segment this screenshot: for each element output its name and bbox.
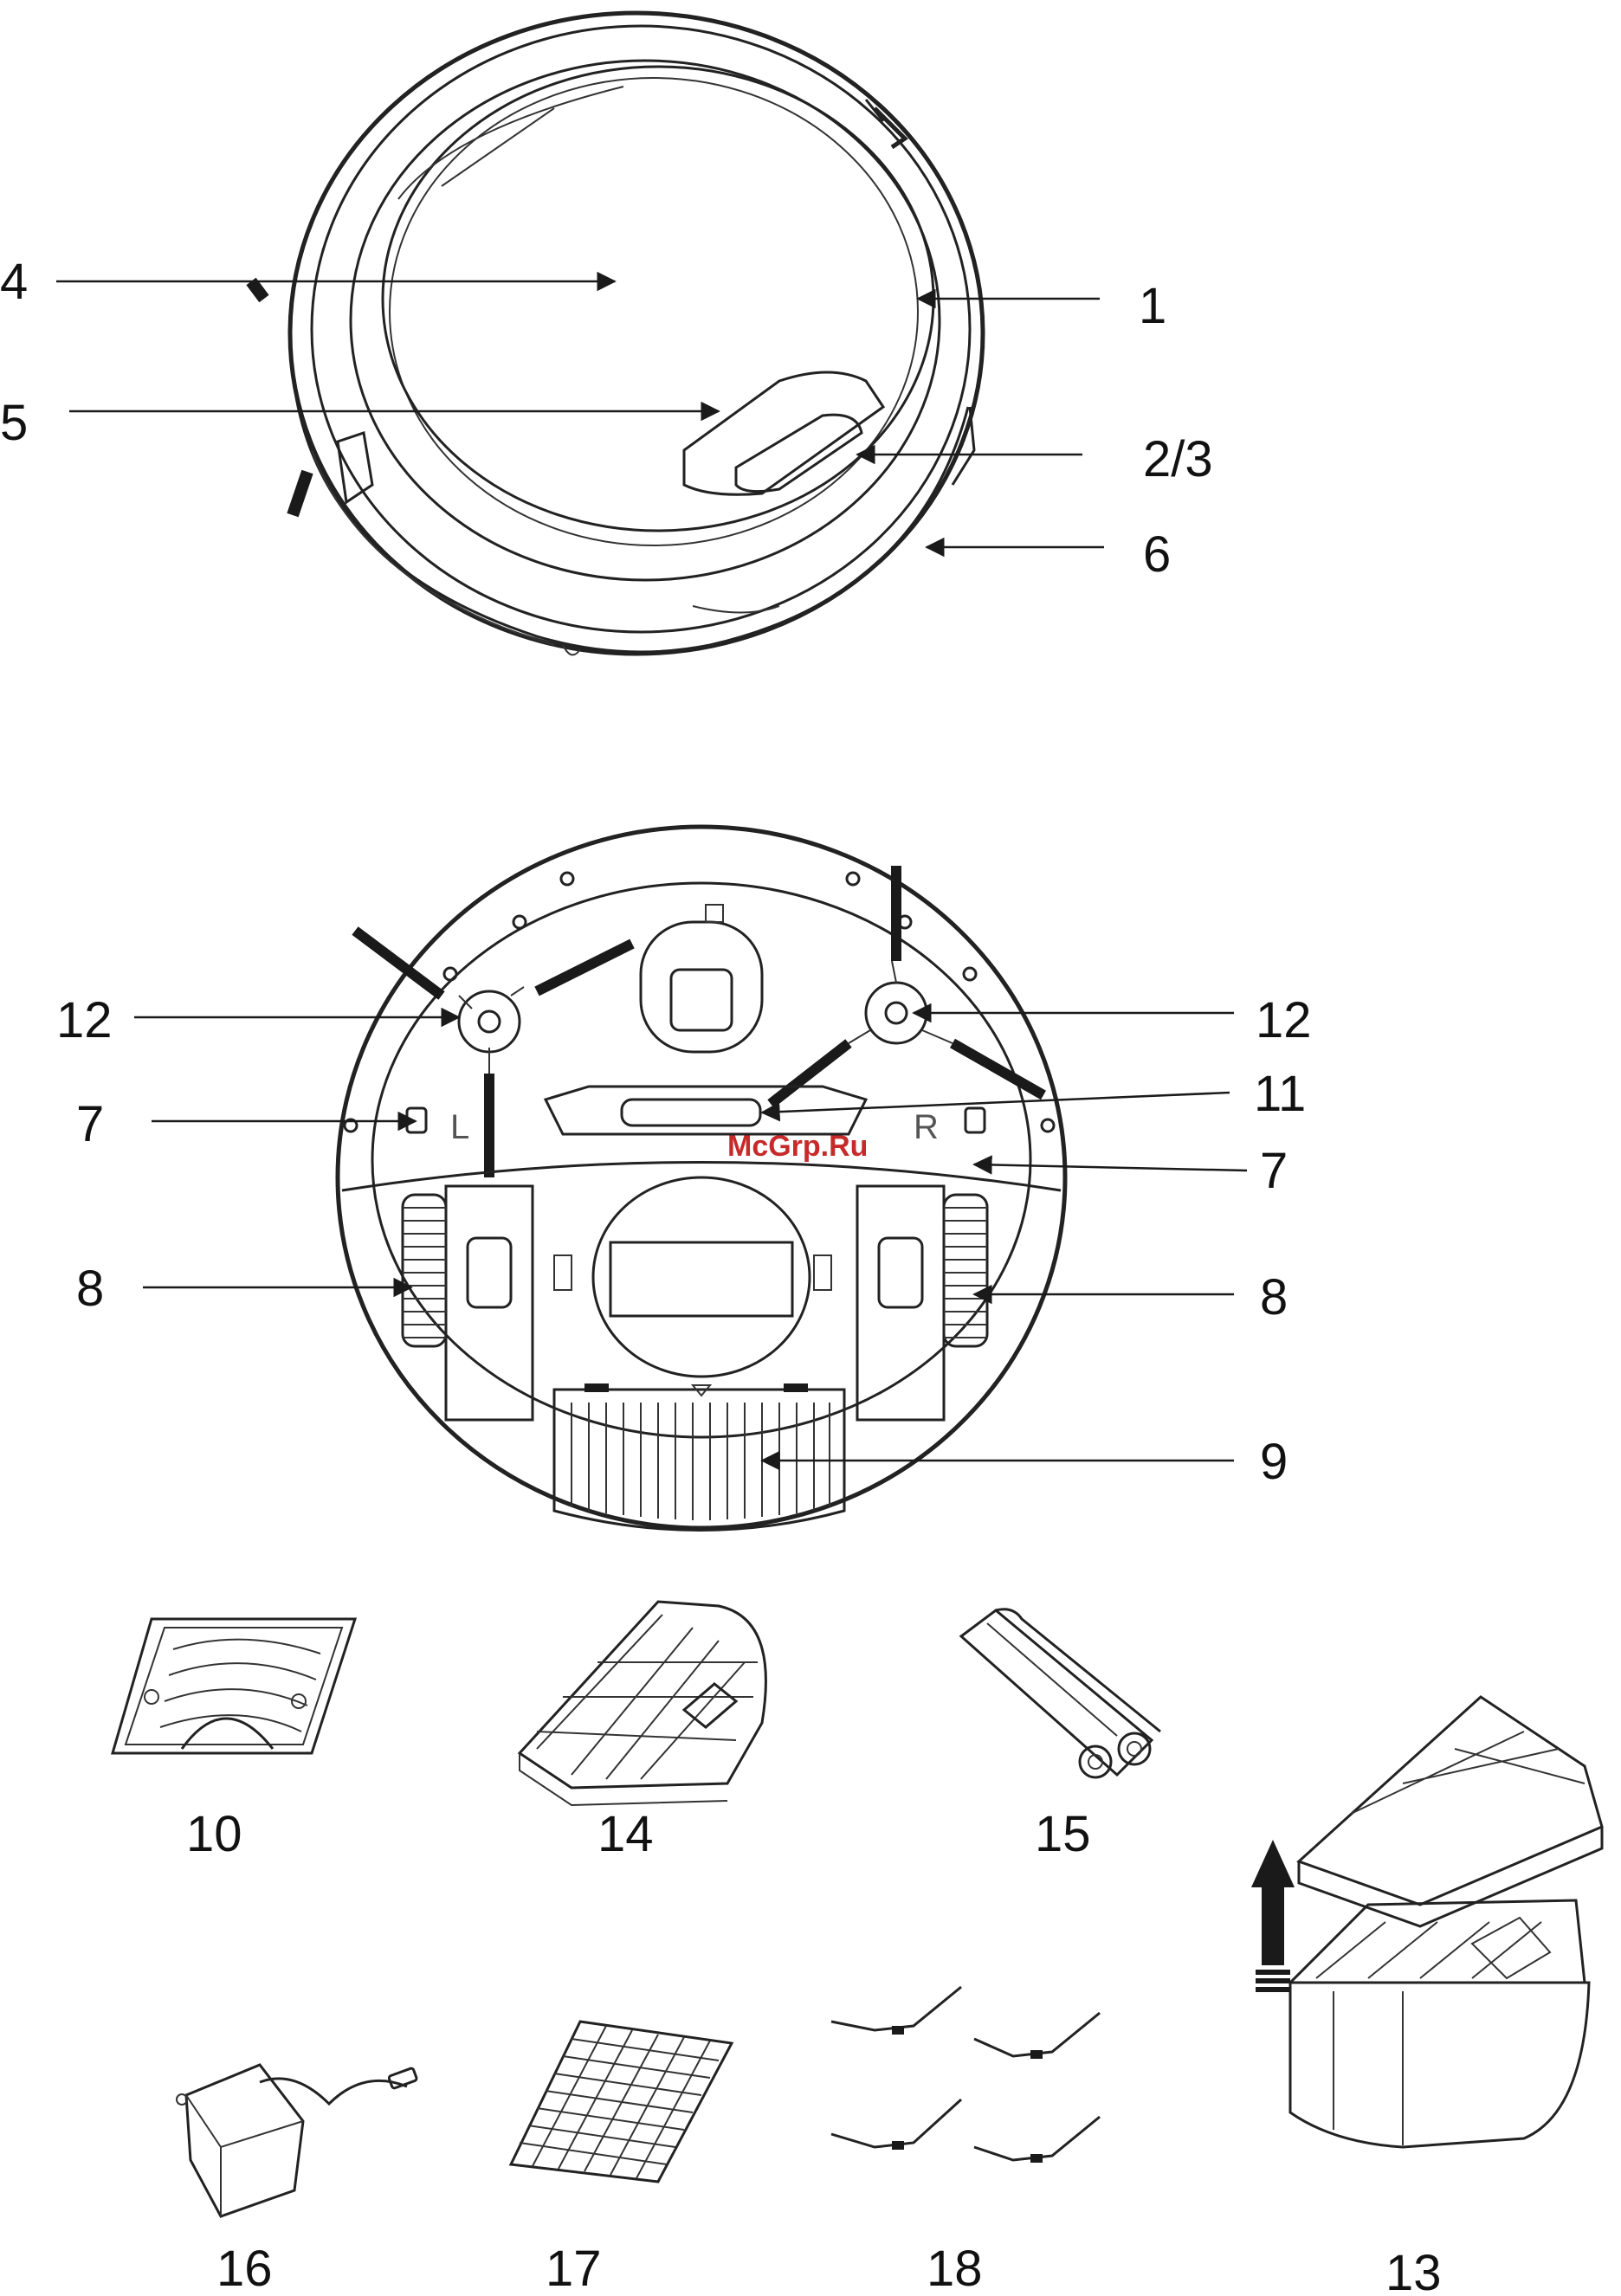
battery-pack-part-illustration [961, 1609, 1160, 1777]
label-part-9: 9 [1260, 1434, 1288, 1490]
label-part-17: 17 [546, 2241, 602, 2292]
mat-part-illustration [511, 2022, 732, 2182]
label-part-11: 11 [1254, 1066, 1306, 1122]
label-part-15: 15 [1035, 1806, 1091, 1862]
label-part-13: 13 [1385, 2245, 1442, 2292]
label-part-12-left: 12 [56, 992, 113, 1048]
watermark-text: McGrp.Ru [727, 1130, 868, 1163]
power-adapter-part-illustration [177, 2065, 417, 2216]
label-part-8-right: 8 [1260, 1269, 1288, 1325]
bottom-view-leader-lines [134, 1013, 1247, 1461]
label-part-7-right: 7 [1260, 1143, 1288, 1199]
dustbin-with-lid-part-illustration [1251, 1697, 1602, 2147]
label-part-2-3: 2/3 [1143, 431, 1213, 487]
label-part-10: 10 [186, 1806, 242, 1862]
robot-bottom-view: L R [338, 827, 1065, 1531]
label-part-4: 4 [0, 254, 28, 310]
label-part-12-right: 12 [1256, 992, 1312, 1048]
spare-side-brushes-illustration [831, 1987, 1100, 2163]
label-part-6: 6 [1143, 526, 1171, 583]
dustbin-tray-part-illustration [520, 1602, 765, 1805]
label-part-18: 18 [927, 2241, 983, 2292]
top-view-leader-lines [56, 281, 1104, 547]
filter-part-illustration [113, 1619, 355, 1753]
robot-top-view [251, 13, 983, 655]
right-marker-letter: R [914, 1108, 939, 1146]
label-part-8-left: 8 [76, 1261, 104, 1317]
left-marker-letter: L [450, 1108, 469, 1146]
label-part-16: 16 [216, 2241, 273, 2292]
label-part-1: 1 [1139, 278, 1166, 334]
label-part-5: 5 [0, 395, 28, 451]
part-number-labels: 4 5 1 2/3 6 12 12 11 7 7 8 8 9 10 14 15 … [0, 254, 1442, 2292]
label-part-14: 14 [597, 1806, 654, 1862]
label-part-7-left: 7 [76, 1096, 104, 1152]
